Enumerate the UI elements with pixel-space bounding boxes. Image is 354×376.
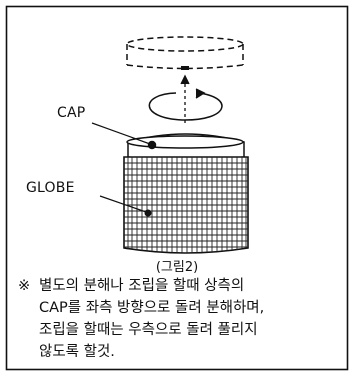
rotation-arrow — [148, 88, 223, 121]
note-mark: ※ — [18, 278, 31, 294]
note-line: CAP를 좌측 방향으로 돌려 분해하며, — [39, 300, 265, 316]
cap-leader-line — [91, 122, 151, 145]
note-body: 별도의 분해나 조립을 할때 상측의 CAP를 좌측 방향으로 돌려 분해하며,… — [39, 275, 344, 363]
figure-caption: (그림2) — [155, 260, 199, 275]
detached-cap — [126, 36, 244, 70]
assembly-arrow — [180, 74, 190, 124]
outer-border — [5, 5, 349, 371]
note-line: 조립을 할때는 우측으로 돌려 풀리지 — [39, 322, 258, 338]
knurl-vertical — [127, 157, 247, 253]
note-line: 별도의 분해나 조립을 할때 상측의 — [39, 278, 245, 294]
globe-label: GLOBE — [26, 180, 75, 196]
cap-nub — [181, 66, 189, 70]
note-line: 않도록 할것. — [39, 344, 115, 360]
cap — [126, 133, 245, 161]
globe-leader-line — [99, 195, 147, 213]
cap-label: CAP — [57, 105, 86, 121]
globe-body — [123, 156, 249, 254]
